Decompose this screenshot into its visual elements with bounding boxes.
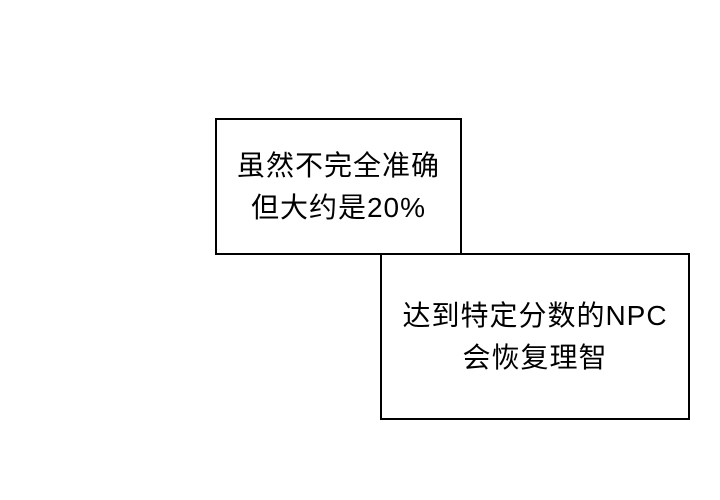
speech-line: 但大约是20% (250, 191, 427, 223)
speech-line: 会恢复理智 (462, 341, 608, 373)
speech-line: 虽然不完全准确 (236, 149, 440, 181)
speech-box-top: 虽然不完全准确 但大约是20% (215, 118, 462, 255)
speech-line: 达到特定分数的NPC (402, 299, 668, 331)
speech-box-bottom: 达到特定分数的NPC 会恢复理智 (380, 253, 690, 420)
